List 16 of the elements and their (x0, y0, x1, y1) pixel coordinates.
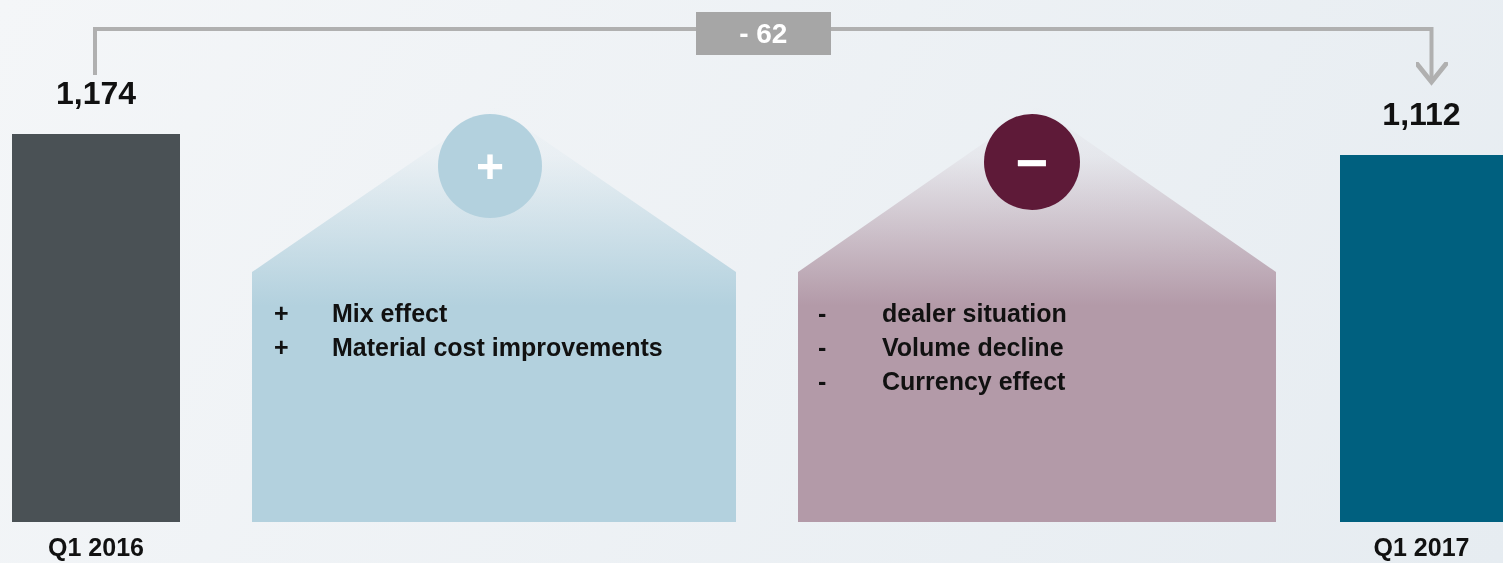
bullet: + (274, 298, 289, 329)
bullet: - (818, 298, 827, 329)
factor-text: Volume decline (882, 332, 1065, 363)
bullet: - (818, 366, 827, 397)
connector-arrow (93, 27, 1450, 85)
edge-label: - 62 (695, 12, 831, 55)
bullet: + (274, 332, 289, 363)
factor-text: Material cost improvements (332, 332, 664, 363)
bar-value: 1,112 (1381, 96, 1462, 133)
factor-text: dealer situation (882, 298, 1068, 329)
bar-label: Q1 2016 (47, 533, 145, 562)
factor-text: Currency effect (882, 366, 1067, 397)
factor-text: Mix effect (332, 298, 449, 329)
bullet: - (818, 332, 827, 363)
bar-label: Q1 2017 (1372, 533, 1471, 562)
bar-value: 1,174 (54, 75, 138, 112)
